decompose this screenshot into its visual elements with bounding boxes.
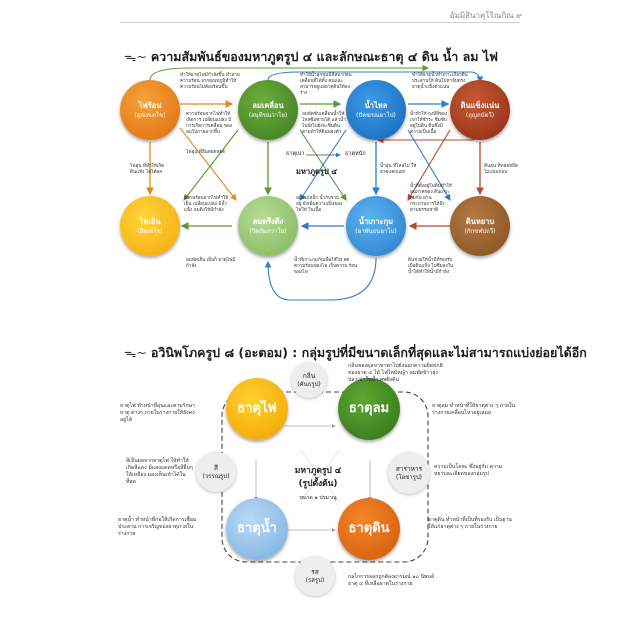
center-primary-label: มหาภูตรูป ๔	[294, 466, 342, 476]
earth-hard-label: ดินแข็งแน่น	[460, 100, 500, 110]
color-label: สี	[214, 463, 218, 472]
color-note: สีเป็นผลจากธาตุไฟ ให้ทำให้ เกิดสีแดง มีแ…	[126, 458, 193, 485]
water-binding-sub: (อาพันธนอาโป)	[355, 227, 397, 235]
taste-label: รส	[311, 567, 319, 576]
note-12: ลมแม่เหล็ก น้ำกับรวมอยู่ ยังเพิ่มความเย็…	[296, 196, 343, 213]
note-4: ความร้อนจากไฟทำให้เกิดการ เปลี่ยนแปลง มี…	[186, 112, 232, 135]
note-7: ไฟอุ่น ที่ทำให้เกิดดินแห้ง ไม่ได้ผล	[130, 164, 165, 175]
earth-element-label: ธาตุดิน	[348, 521, 390, 536]
water-note: ธาตุน้ำ ทำหน้าที่ก่อให้เกิดการเชื่อม ประ…	[118, 517, 197, 537]
section2-title-text: อวินิพโภครูป ๘ (อะตอม) : กลุ่มรูปที่มีขน…	[150, 345, 587, 360]
nutrition-label: สาราหาร	[395, 464, 423, 473]
wind-element-label: ธาตุลม	[348, 401, 390, 416]
light-element-label: ธาตุเบา	[286, 151, 305, 157]
fire-hot-sub: (อุณหเตโช)	[134, 111, 166, 119]
taste-note: กลไกการลอกถูกต้องอารมณ์ ๑๐ นิพนธ์ธาตุ ๔ …	[348, 574, 435, 587]
ornament-icon-2: ᯓ~	[124, 345, 147, 360]
earth-coarse-circle: ดินหยาบ(กักขฬปถวี)	[450, 196, 510, 256]
wind-moving-sub: (สมุทีรณวาโย)	[248, 111, 288, 119]
earth-hard-circle: ดินแข็งแน่น(ถุญถบัดวี)	[450, 80, 510, 140]
fire-cold-sub: (สีตเตโช)	[137, 227, 163, 235]
smell-label: กลิ่น	[302, 371, 316, 380]
color-sub: (วรรณรูป)	[202, 472, 230, 480]
wind-moving-circle: ลมเคลื่อน(สมุทีรณวาโย)	[238, 80, 298, 140]
fire-note: ธาตุไฟ ทำหน้าที่อุ่นและตามรักษาธาตุ ต่าง…	[120, 403, 195, 423]
earth-note: ธาตุดิน ทำหน้าที่เป็นที่รองรับ เป็นฐาน ใ…	[428, 517, 512, 530]
fire-element-label: ธาตุไฟ	[237, 401, 277, 416]
nutrition-circle: สาราหาร(โอชารูป)	[388, 452, 430, 494]
wind-supporting-sub: (วิตถัมภวาโย)	[249, 227, 287, 235]
note-3: ทำให้ธาตุน้ำทำเกาะเกี่ยวดิน ประสานให้ ดิ…	[412, 73, 468, 90]
wind-moving-label: ลมเคลื่อน	[252, 100, 284, 110]
wind-note: ธาตุลม ทำหน้าที่ให้ธาตุต่าง ๆ ภายใน ร่าง…	[432, 403, 516, 416]
fire-cold-label: ไฟเย็น	[139, 216, 161, 226]
fire-cold-circle: ไฟเย็น(สีตเตโช)	[120, 196, 180, 256]
note-10: น้ำอุ่น ที่ไหลไป ให้ธาตุแตกแยก	[380, 164, 417, 175]
earth-element-circle: ธาตุดิน	[338, 498, 400, 560]
note-15: น้ำที่เกาะกุมกันเพื่อใช้ไฟ ลดความร้อนของ…	[294, 258, 358, 275]
fire-hot-label: ไฟร้อน	[138, 100, 162, 110]
center-size-label: ขนาด ๑ ปรมาณู	[299, 495, 337, 501]
note-16: ดินช่วยให้น้ำมีที่รองรับ เมื่อดินแข็ง ไป…	[408, 258, 454, 275]
note-8: ไฟอุ่น ที่ยืนหยดหยด	[186, 150, 226, 155]
water-binding-label: น้ำเกาะกุม	[358, 216, 394, 226]
maha-bhuta-label: มหาภูตรูป ๔	[296, 167, 337, 176]
ornament-icon: ᯓ~	[124, 49, 147, 64]
smell-sub: (คันธรูป)	[297, 380, 321, 388]
wind-element-circle: ธาตุลม	[338, 378, 400, 440]
note-11: ความร้อนจากไฟทำให้เย็น เปลี่ยนแปลง มีน้ำ…	[184, 196, 229, 213]
note-14: ลมพัดเย็น เย็นก็ ธาตุไฟมีกำลัง	[186, 258, 236, 269]
section1-arrows	[146, 64, 484, 301]
note-1: ทำให้ธาตุไฟมีกำลังขึ้น ทำลายความร้อน จาก…	[180, 73, 240, 90]
note-2: ทำให้น้ำลุกขมมีสีหนาก่อนเคลื่อนที่ได้ทั้…	[300, 73, 352, 96]
water-flowing-circle: น้ำไหล(ปัคฆรณอาโป)	[346, 80, 406, 140]
header-rule	[120, 22, 520, 23]
note-9: ดินอุ่น ที่หล่อหยึด ไม่แน่นก่อน	[484, 164, 518, 175]
water-flowing-sub: (ปัคฆรณอาโป)	[356, 111, 396, 119]
note-6: น้ำทำให้ ถุงที่สีของเขาให้ชำระ ซึมซับอยู…	[410, 112, 448, 135]
earth-coarse-sub: (กักขฬปถวี)	[464, 227, 496, 235]
center-secondary-label: (รูปตั้งต้น)	[298, 479, 338, 489]
section2-title: ᯓ~อวินิพโภครูป ๘ (อะตอม) : กลุ่มรูปที่มี…	[124, 343, 587, 363]
wind-supporting-label: ลมตรึงตึง	[252, 216, 284, 226]
note-13: น้ำที่ตั้งอยู่ในดินทำให้อนุภาคของ ดินเกา…	[410, 184, 452, 213]
water-element-circle: ธาตุน้ำ	[226, 498, 288, 560]
color-circle: สี(วรรณรูป)	[196, 452, 236, 492]
smell-circle: กลิ่น(คันธรูป)	[291, 362, 327, 398]
section1-title: ᯓ~ความสัมพันธ์ของมหาภูตรูป ๔ และลักษณะธา…	[124, 47, 498, 67]
smell-note: กลิ่นของธุลขาขาพาไปยังนอกความผิดปกติของธ…	[348, 363, 443, 383]
nutrition-note: ความเป็นโอชะ ซึ่งอยู่กับ ความหยาบละเอียด…	[434, 464, 503, 477]
earth-hard-sub: (ถุญถบัดวี)	[465, 111, 495, 119]
wind-supporting-circle: ลมตรึงตึง(วิตถัมภวาโย)	[238, 196, 298, 256]
water-flowing-label: น้ำไหล	[364, 100, 388, 110]
water-element-label: ธาตุน้ำ	[237, 521, 277, 536]
fire-hot-circle: ไฟร้อน(อุณหเตโช)	[120, 80, 180, 140]
fire-element-circle: ธาตุไฟ	[226, 378, 288, 440]
running-header: อัมมิสินาคุโริณกิณ ๙	[449, 11, 522, 20]
nutrition-sub: (โอชารูป)	[396, 473, 422, 481]
taste-sub: (รสรูป)	[305, 576, 325, 584]
earth-coarse-label: ดินหยาบ	[465, 216, 495, 226]
note-5: ลมพัดขับเคลื่อนน้ำให้ไหลซึมซาบได้ แล้วน้…	[302, 112, 346, 135]
section1-title-text: ความสัมพันธ์ของมหาภูตรูป ๔ และลักษณะธาตุ…	[150, 49, 499, 64]
heavy-element-label: ธาตุหนัก	[345, 151, 366, 157]
taste-circle: รส(รสรูป)	[295, 556, 335, 596]
water-binding-circle: น้ำเกาะกุม(อาพันธนอาโป)	[346, 196, 406, 256]
